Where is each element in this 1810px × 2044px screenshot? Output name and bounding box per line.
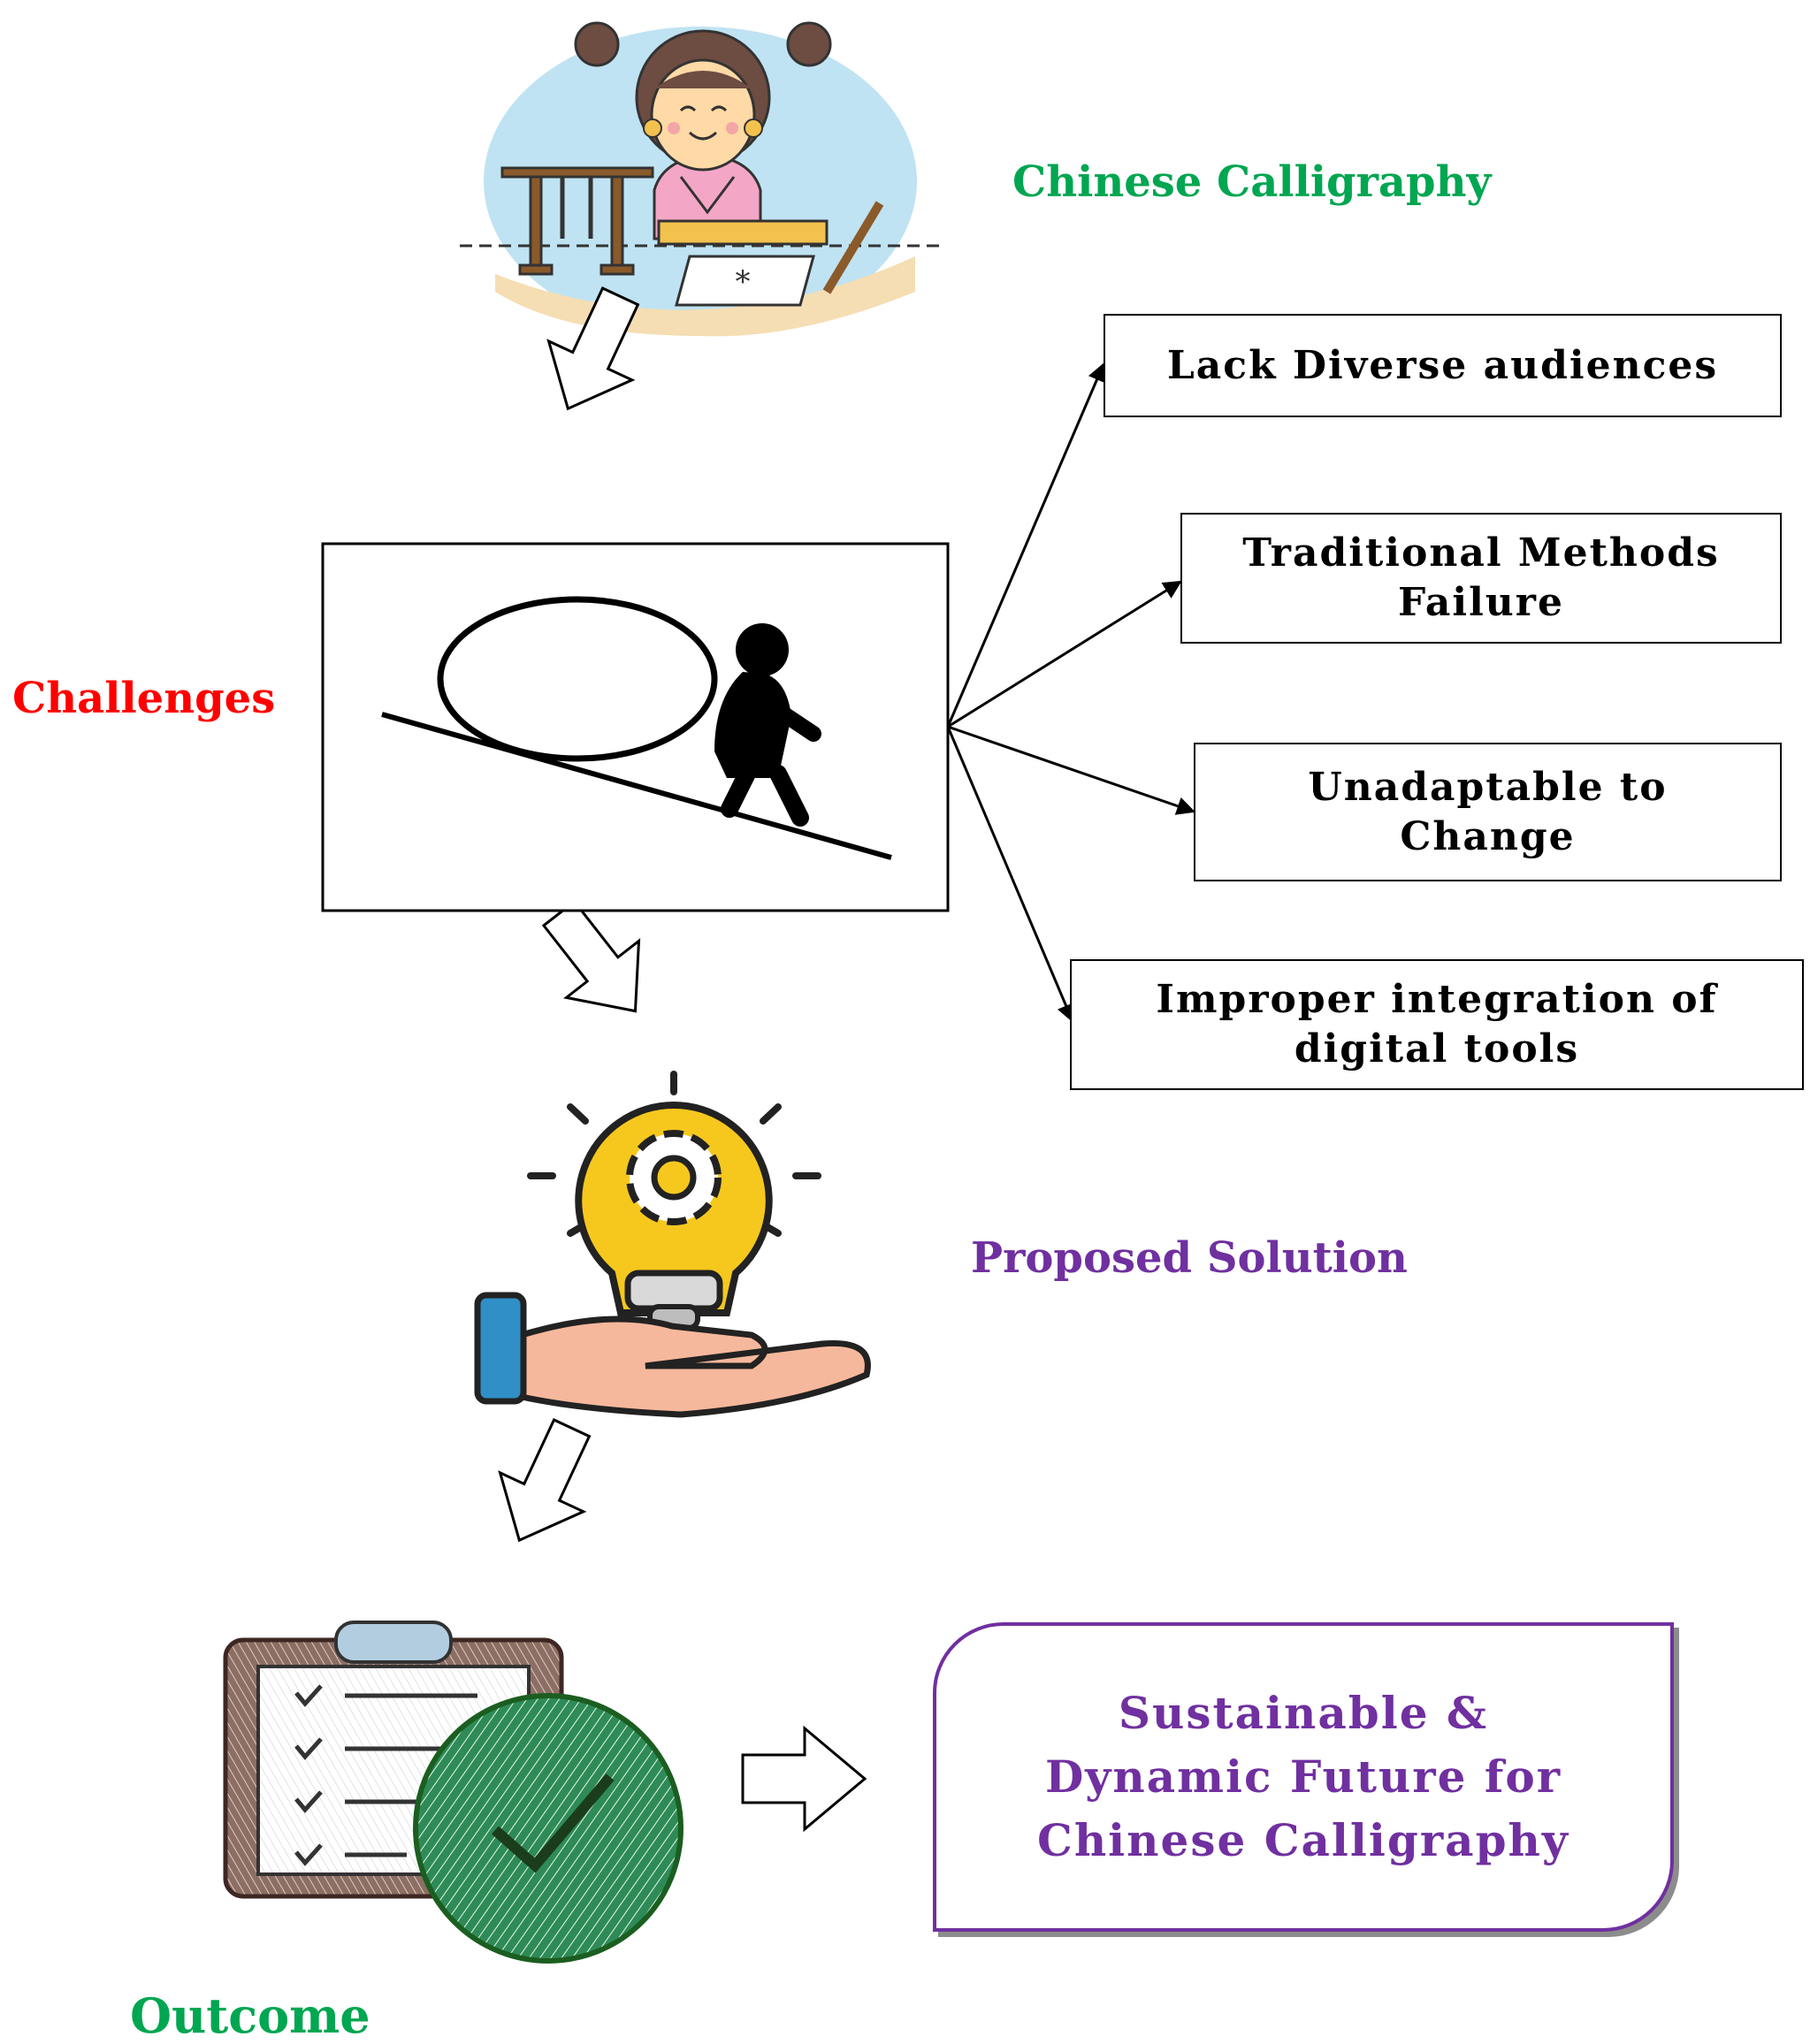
challenge-text: Improper integration of digital tools bbox=[1156, 977, 1718, 1072]
connector-2 bbox=[947, 580, 1182, 728]
lightbulb-gear-hand-icon bbox=[474, 1071, 871, 1418]
challenges-image-box bbox=[321, 542, 950, 912]
challenge-box-lack-diverse-audiences: Lack Diverse audiences bbox=[1104, 314, 1782, 417]
block-arrow-right bbox=[741, 1725, 867, 1833]
label-outcome: Outcome bbox=[130, 1987, 370, 2044]
block-arrow-1 bbox=[546, 286, 640, 411]
challenge-text: Lack Diverse audiences bbox=[1166, 342, 1719, 388]
label-chinese-calligraphy: Chinese Calligraphy bbox=[1012, 157, 1492, 207]
challenge-box-traditional-methods-failure: Traditional Methods Failure bbox=[1180, 513, 1782, 644]
outcome-result-box: Sustainable & Dynamic Future for Chinese… bbox=[933, 1622, 1674, 1932]
connector-4 bbox=[946, 726, 1075, 1023]
sisyphus-uphill-icon bbox=[381, 596, 892, 860]
calligrapher-girl-icon: * bbox=[460, 21, 942, 337]
label-challenges: Challenges bbox=[12, 674, 276, 723]
challenge-connectors bbox=[946, 362, 1195, 1023]
connector-3 bbox=[947, 725, 1195, 815]
clipboard-checkmark-icon bbox=[223, 1621, 684, 1964]
connector-1 bbox=[946, 362, 1106, 728]
svg-text:*: * bbox=[736, 264, 751, 300]
outcome-text: Sustainable & Dynamic Future for Chinese… bbox=[1037, 1687, 1569, 1866]
challenge-text: Unadaptable to Change bbox=[1308, 764, 1668, 859]
block-arrow-3 bbox=[498, 1418, 592, 1543]
label-proposed-solution: Proposed Solution bbox=[971, 1233, 1408, 1283]
challenge-box-unadaptable-to-change: Unadaptable to Change bbox=[1194, 743, 1782, 881]
challenge-text: Traditional Methods Failure bbox=[1242, 530, 1720, 625]
challenge-box-improper-integration: Improper integration of digital tools bbox=[1070, 959, 1804, 1090]
